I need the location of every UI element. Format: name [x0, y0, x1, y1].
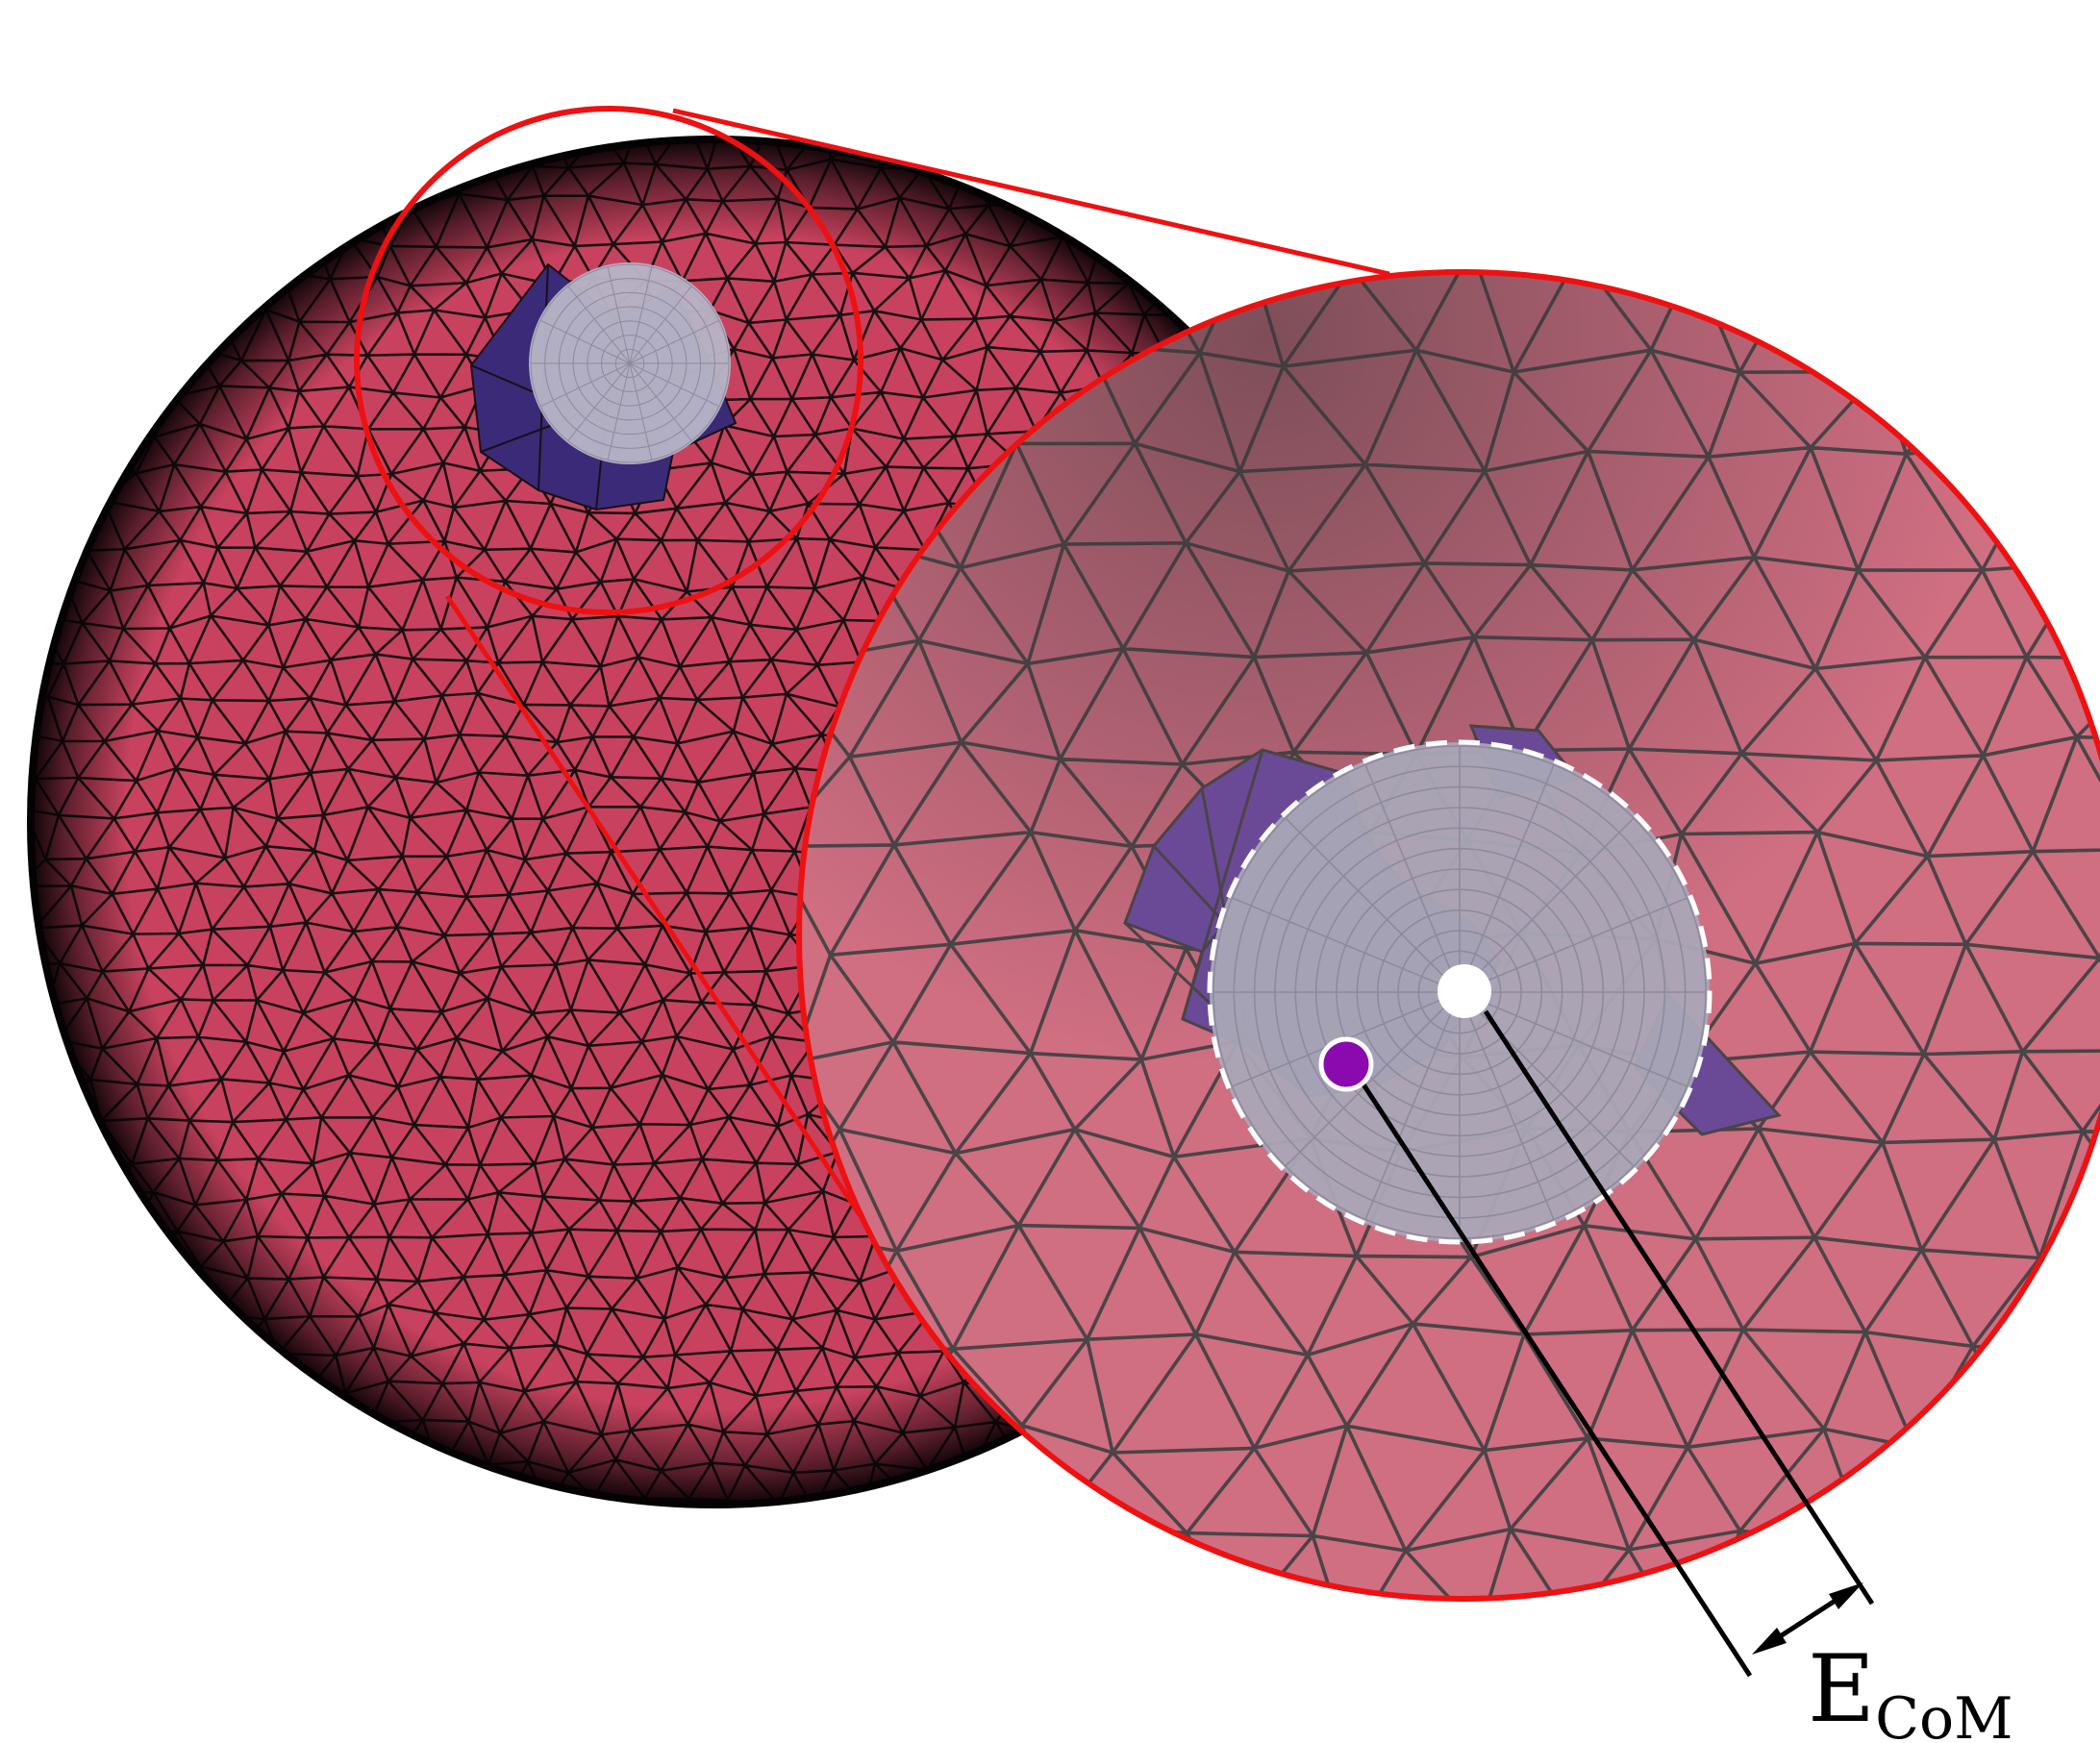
ecom-label: ECoM [1808, 1635, 2013, 1743]
center-point-marker [1438, 964, 1491, 1018]
zoom-inclusion-boundary [1207, 739, 1712, 1245]
zoom-inclusion-radial-mesh [1212, 745, 1707, 1239]
zoom-inset-outline [796, 269, 2100, 1602]
com-leader-line [1361, 1083, 1753, 1678]
radial-web [1212, 745, 1707, 1239]
ecom-label-subscript: CoM [1875, 1685, 2012, 1743]
connector-line-top [672, 108, 1390, 277]
com-annotation: ECoM [1318, 964, 2013, 1743]
zoom-indicator [354, 106, 1390, 1233]
center-leader-line [1483, 1009, 1875, 1606]
distance-arrow-icon [1752, 1582, 1863, 1655]
com-point-marker [1318, 1036, 1374, 1092]
zoom-inset [796, 269, 2100, 1602]
ecom-label-main: E [1808, 1635, 1875, 1743]
connector-line-bottom [444, 594, 873, 1233]
highlight-circle [354, 106, 863, 615]
